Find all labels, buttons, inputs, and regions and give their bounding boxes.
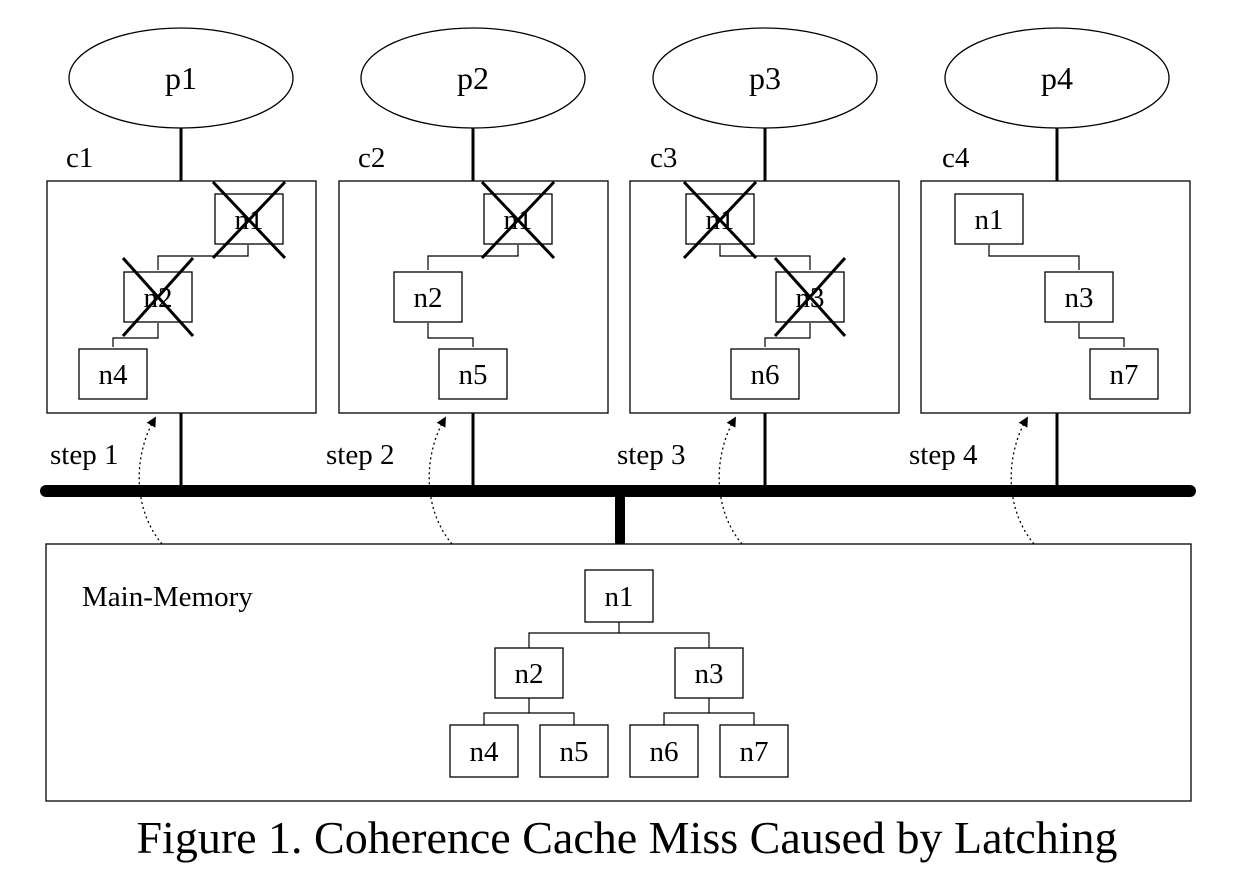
cache-c2: c2 n1 n2 n5 (338, 142, 609, 414)
memory-node (494, 647, 564, 699)
cache-node-label: n7 (1110, 359, 1139, 391)
processor-p3: p3 (652, 27, 878, 129)
cache-node (954, 193, 1024, 245)
transfer-arrow (1010, 416, 1035, 545)
invalidated-mark (480, 180, 556, 260)
cache-node-label: n5 (459, 359, 488, 391)
processor-label: p1 (165, 60, 197, 96)
tree-edge (764, 323, 811, 347)
processor-p2: p2 (360, 27, 586, 129)
processor-label: p2 (457, 60, 489, 96)
memory-node-label: n4 (470, 736, 500, 768)
tree-edge (988, 245, 1080, 270)
tree-edge (427, 245, 519, 270)
cache-label: c2 (358, 142, 385, 174)
memory-node (539, 724, 609, 778)
memory-node (584, 569, 654, 623)
cache-node (393, 271, 463, 323)
processor-label: p3 (749, 60, 781, 96)
step-label: step 4 (909, 439, 978, 471)
tree-edge (709, 712, 755, 725)
invalidated-mark (211, 180, 287, 260)
processor-p1: p1 (68, 27, 294, 129)
cache-label: c4 (942, 142, 970, 174)
memory-node (719, 724, 789, 778)
transfer-arrow (138, 416, 163, 545)
cache-node (438, 348, 508, 400)
cache-node-label: n4 (99, 359, 129, 391)
processor-p4: p4 (944, 27, 1170, 129)
memory-node-label: n6 (650, 736, 679, 768)
invalidated-mark (773, 256, 847, 338)
cache-node-label: n3 (1065, 282, 1094, 314)
cache-c3: c3 n1 n3 n6 (629, 142, 900, 414)
memory-node-label: n1 (605, 581, 634, 613)
step-label: step 2 (326, 439, 394, 471)
invalidated-mark (121, 256, 195, 338)
cache-node (78, 348, 148, 400)
transfer-arrow (718, 416, 743, 545)
tree-edge (427, 323, 474, 347)
memory-node-label: n3 (695, 658, 724, 690)
tree-edge (157, 245, 249, 270)
memory-node (674, 647, 744, 699)
cache-c1: c1 n1 n2 n4 (46, 142, 317, 414)
memory-label: Main-Memory (82, 581, 253, 613)
tree-edge (529, 712, 575, 725)
tree-edge (112, 323, 159, 347)
step-label: step 3 (617, 439, 685, 471)
memory-node-label: n5 (560, 736, 589, 768)
memory-node (629, 724, 699, 778)
memory-node-label: n2 (515, 658, 544, 690)
memory-node-label: n7 (740, 736, 769, 768)
cache-label: c1 (66, 142, 93, 174)
processor-label: p4 (1041, 60, 1073, 96)
figure-caption: Figure 1. Coherence Cache Miss Caused by… (136, 812, 1117, 863)
cache-node (730, 348, 800, 400)
step-label: step 1 (50, 439, 118, 471)
cache-node-label: n1 (975, 204, 1004, 236)
tree-edge (719, 245, 811, 270)
cache-node (1044, 271, 1114, 323)
invalidated-mark (682, 180, 758, 260)
tree-edge (663, 698, 710, 725)
cache-c4: c4 n1 n3 n7 (920, 142, 1191, 414)
cache-node (1089, 348, 1159, 400)
tree-edge (1078, 323, 1125, 347)
tree-edge (528, 622, 620, 648)
cache-label: c3 (650, 142, 677, 174)
memory-node (449, 724, 519, 778)
main-memory: Main-Memory n1 n2 n3 n4 n5 n6 n7 (45, 543, 1192, 802)
tree-edge (619, 632, 710, 648)
transfer-arrow (428, 416, 453, 545)
cache-node-label: n2 (414, 282, 443, 314)
tree-edge (483, 698, 530, 725)
cache-node-label: n6 (751, 359, 780, 391)
